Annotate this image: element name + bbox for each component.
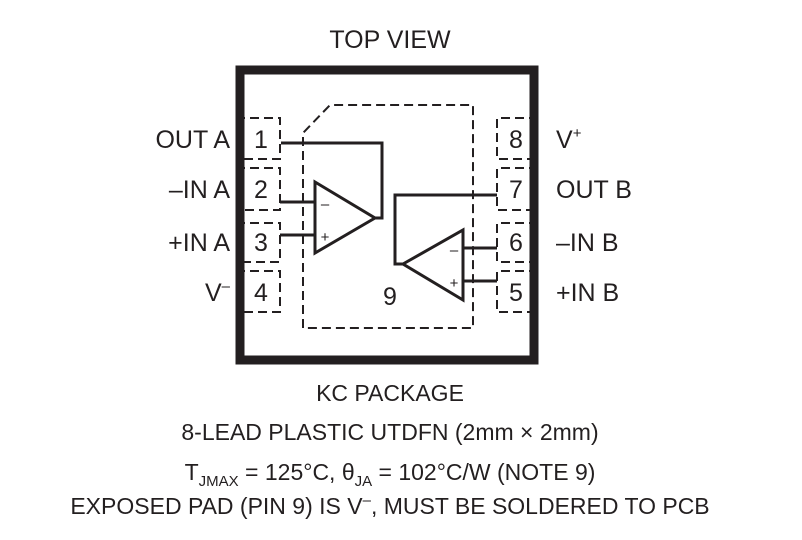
pin-label-out-b: OUT B: [556, 176, 632, 204]
theta-subscript: JA: [355, 473, 373, 490]
pin-label-plus-in-b: +IN B: [556, 279, 619, 307]
pin-label-minus-in-b: –IN B: [556, 229, 619, 257]
label-base: V: [556, 126, 573, 154]
pad-5: [496, 270, 538, 313]
label-sup: +: [573, 125, 582, 142]
pin-label-plus-in-a: +IN A: [168, 229, 230, 257]
pad-6: [496, 222, 538, 263]
pin-number-9: 9: [383, 283, 397, 311]
opamp-b-triangle: [400, 227, 465, 303]
pin-label-v-minus: V–: [205, 278, 231, 307]
pin-number-8: 8: [509, 126, 523, 154]
package-description: 8-LEAD PLASTIC UTDFN (2mm × 2mm): [181, 419, 598, 445]
title: TOP VIEW: [329, 26, 451, 54]
pin-label-minus-in-a: –IN A: [169, 176, 230, 204]
opamp-a-plus-sign: +: [321, 229, 330, 246]
pin-number-2: 2: [254, 176, 268, 204]
pad-4: [236, 270, 281, 313]
pin-number-7: 7: [509, 176, 523, 204]
pad-1: [236, 117, 281, 160]
thermal-end: = 102°C/W (NOTE 9): [372, 459, 595, 485]
t-subscript: JMAX: [199, 473, 239, 490]
left-pads: [236, 117, 281, 313]
pad-8: [496, 117, 538, 160]
pin-number-1: 1: [254, 126, 268, 154]
opamp-b-output-wire: [393, 193, 497, 266]
exposed-pad: [302, 104, 474, 329]
pin-label-v-plus: V+: [556, 125, 582, 154]
exposed-pad-note: EXPOSED PAD (PIN 9) IS V–, MUST BE SOLDE…: [70, 492, 709, 519]
note-start: EXPOSED PAD (PIN 9) IS V: [70, 493, 363, 519]
t-symbol: T: [185, 459, 199, 485]
pin-number-6: 6: [509, 229, 523, 257]
pin-number-3: 3: [254, 229, 268, 257]
label-sup: –: [222, 278, 231, 295]
right-pads: [496, 117, 538, 313]
pad-2: [236, 167, 281, 211]
note-end: , MUST BE SOLDERED TO PCB: [371, 493, 710, 519]
opamp-b: – +: [393, 193, 497, 303]
package-name: KC PACKAGE: [316, 380, 464, 406]
opamp-a-minus-sign: –: [321, 196, 330, 213]
note-sup: –: [363, 492, 372, 509]
pin-number-4: 4: [254, 279, 268, 307]
package-outline: [235, 65, 539, 365]
thermal-spec: TJMAX = 125°C, θJA = 102°C/W (NOTE 9): [185, 459, 596, 490]
opamp-b-plus-sign: +: [450, 275, 459, 292]
opamp-b-minus-sign: –: [450, 242, 459, 259]
pad-7: [496, 167, 538, 211]
opamp-a-output-wire: [281, 141, 384, 220]
pin-label-out-a: OUT A: [155, 126, 230, 154]
label-base: V: [205, 279, 222, 307]
pad-3: [236, 222, 281, 263]
opamp-a: – +: [280, 141, 384, 256]
opamp-a-triangle: [313, 179, 378, 256]
thermal-mid: = 125°C, θ: [239, 459, 355, 485]
pin-number-5: 5: [509, 279, 523, 307]
